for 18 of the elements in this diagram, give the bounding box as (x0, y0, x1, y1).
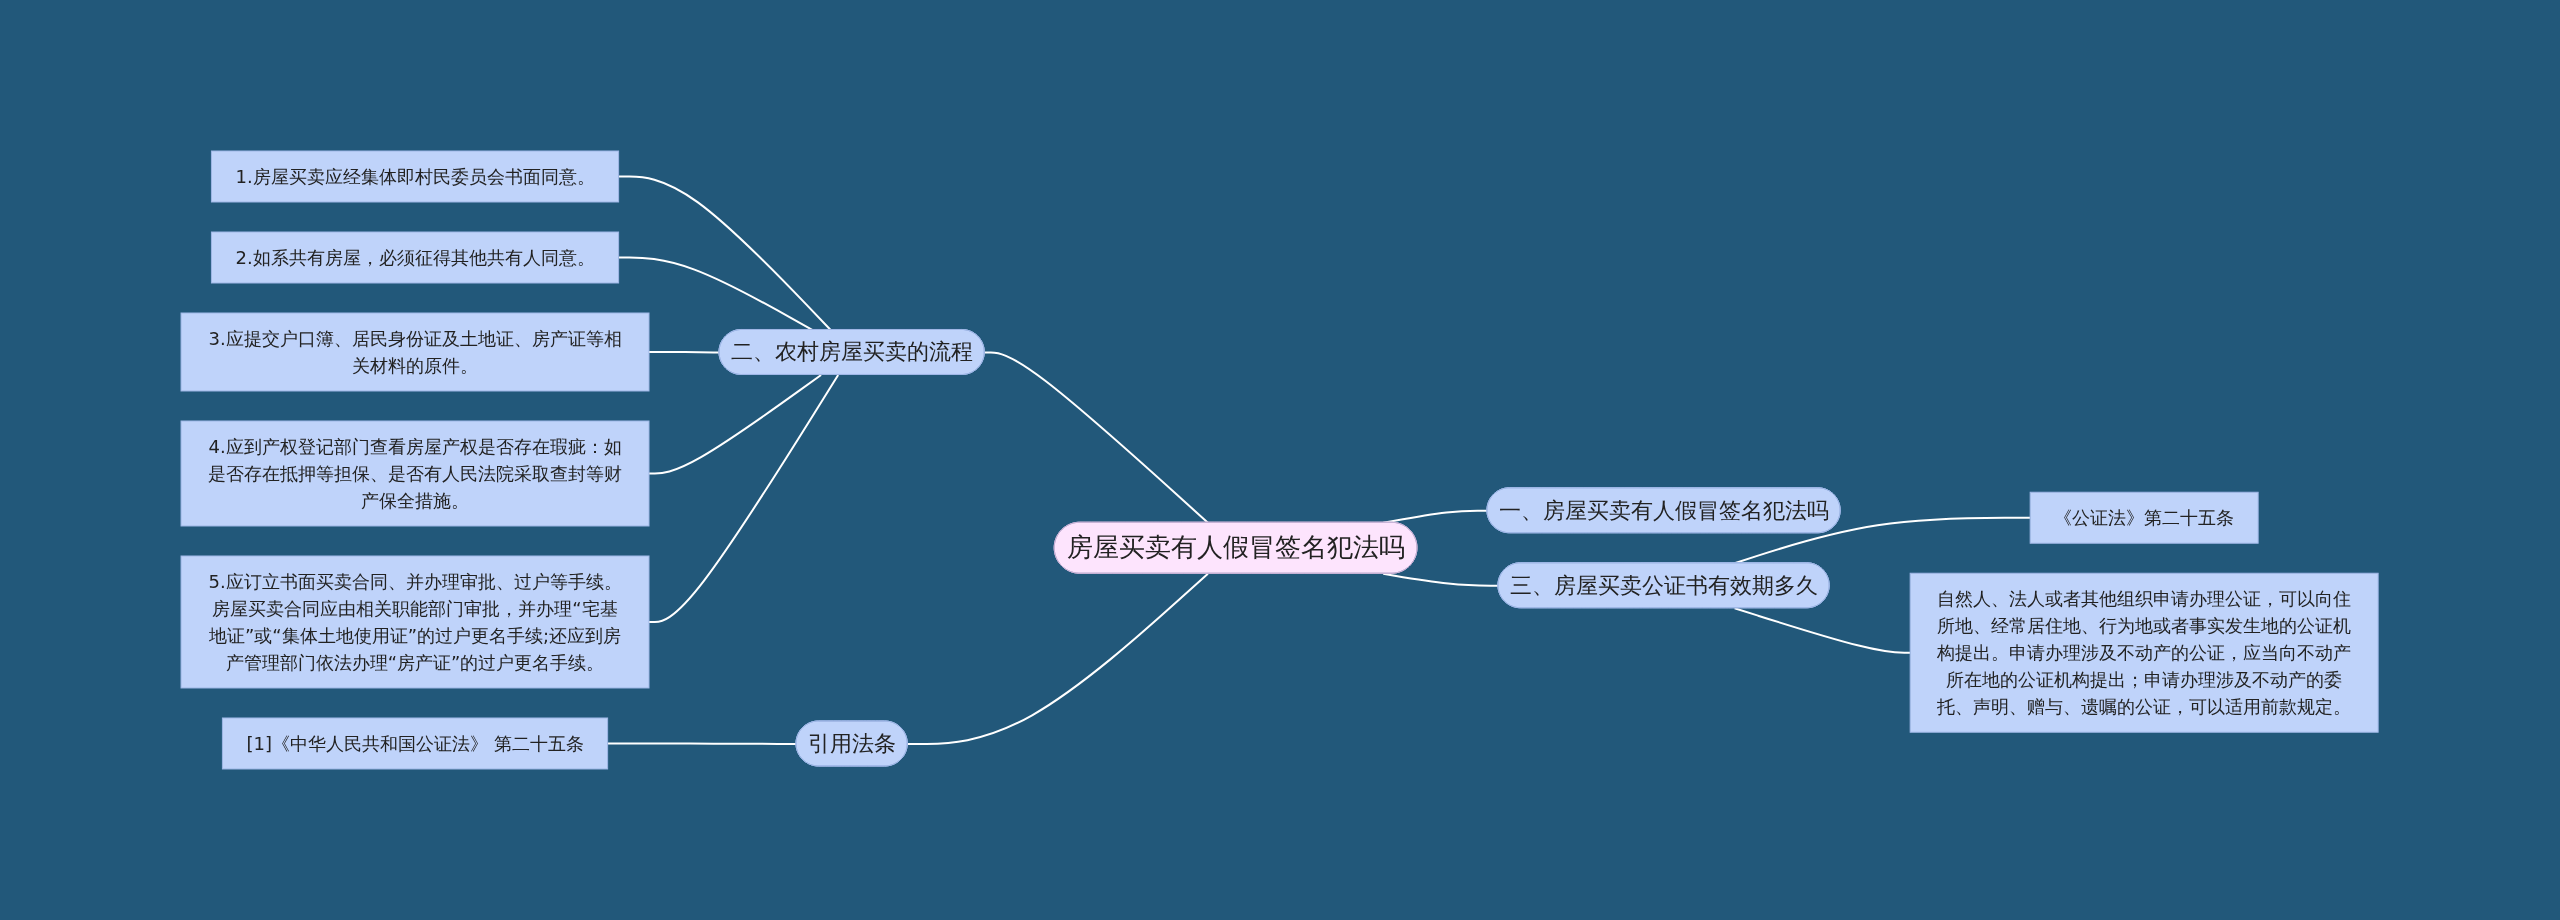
connector (607, 742, 798, 745)
node-box: 2.如系共有房屋，必须征得其他共有人同意。 (211, 231, 620, 284)
connector (907, 572, 1210, 745)
connector (648, 374, 840, 623)
node-box: 《公证法》第二十五条 (2030, 491, 2260, 544)
connector (648, 351, 721, 354)
connector (1734, 607, 1912, 654)
node-box: 自然人、法人或者其他组织申请办理公证，可以向住所地、经常居住地、行为地或者事实发生地的公证机构提出。申请办理涉及不动产的公证，应当向不动产所在地的公证机构提出；申请办理涉及不动产的委托、声明、赠与、遗嘱的公证，可以适用前款规定。 (1910, 572, 2380, 733)
connector (648, 374, 823, 475)
node-box: 5.应订立书面买卖合同、并办理审批、过户等手续。房屋买卖合同应由相关职能部门审批，并办理“宅基地证”或“集体土地使用证”的过户更名手续;还应到房产管理部门依法办理“房产证”的过户更名手续。 (180, 555, 650, 689)
node-box: [1]《中华人民共和国公证法》 第二十五条 (222, 717, 609, 770)
connector (618, 256, 814, 331)
connector (618, 175, 833, 331)
node-box: 1.房屋买卖应经集体即村民委员会书面同意。 (211, 150, 620, 203)
node-box: 3.应提交户口簿、居民身份证及土地证、房产证等相关材料的原件。 (180, 312, 650, 392)
connector (984, 351, 1210, 524)
connector (1382, 572, 1500, 587)
node-box: 4.应到产权登记部门查看房屋产权是否存在瑕疵：如是否存在抵押等担保、是否有人民法院采取查封等财产保全措施。 (180, 420, 650, 527)
